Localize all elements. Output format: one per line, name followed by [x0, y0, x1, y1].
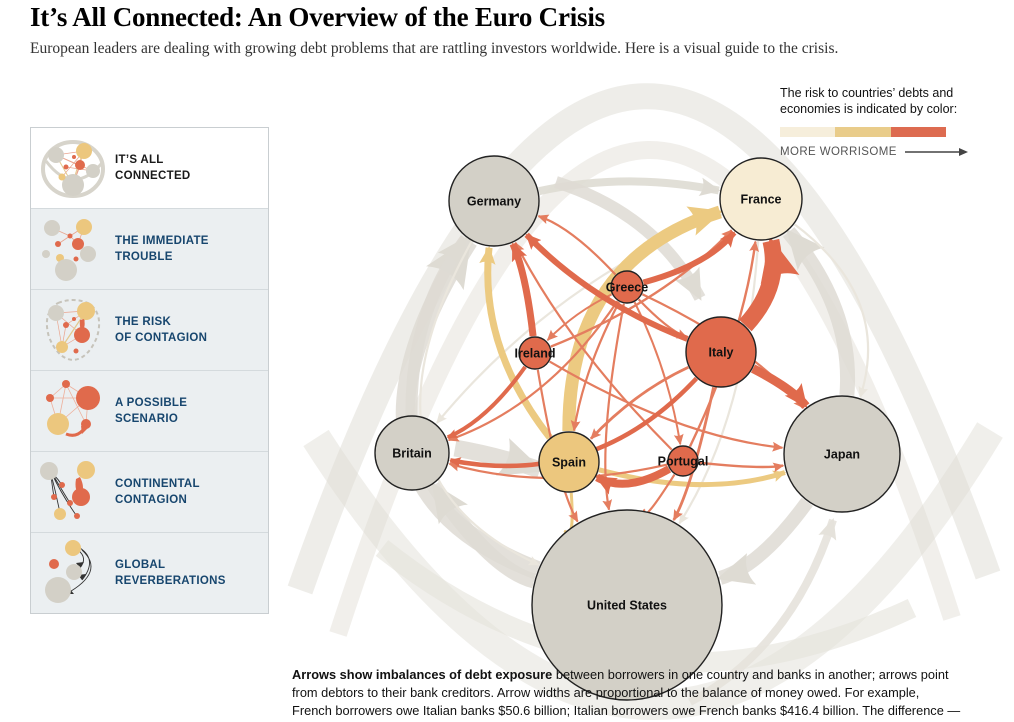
debt-arrow-us-to-britain — [427, 481, 537, 589]
debt-arrow-greece-to-germany — [537, 214, 617, 276]
debt-arrow-arc-to-arc — [554, 176, 706, 301]
country-node-greece[interactable]: Greece — [606, 270, 648, 304]
risk-color-legend: The risk to countries’ debts and economi… — [780, 85, 1010, 158]
debt-arrow-ireland-to-japan — [549, 360, 784, 452]
country-node-us[interactable]: United States — [531, 509, 723, 701]
risk-swatch-high — [890, 126, 946, 137]
the-immediate-trouble-thumbnail-icon — [31, 214, 115, 284]
risk-color-scale — [780, 126, 946, 137]
debt-arrow-portugal-to-spain — [595, 465, 672, 495]
country-node-france[interactable]: France — [719, 157, 803, 241]
legend-caption: The risk to countries’ debts and economi… — [780, 86, 958, 117]
country-label-spain: Spain — [552, 456, 586, 470]
debt-arrow-spain-to-germany — [479, 245, 553, 440]
a-possible-scenario-thumbnail-icon — [31, 376, 115, 446]
the-risk-of-contagion-thumbnail-icon — [31, 295, 115, 365]
debt-arrow-portugal-to-japan — [698, 461, 785, 473]
debt-arrow-ireland-to-france — [550, 229, 733, 348]
continental-contagion-thumbnail-icon — [31, 457, 115, 527]
country-label-us: United States — [587, 599, 667, 613]
debt-arrow-greece-to-france — [642, 230, 737, 286]
debt-arrow-italy-to-japan — [750, 364, 810, 409]
country-label-france: France — [741, 193, 782, 207]
country-label-greece: Greece — [606, 281, 648, 295]
country-node-italy[interactable]: Italy — [685, 316, 757, 388]
country-label-portugal: Portugal — [658, 455, 709, 469]
country-node-germany[interactable]: Germany — [448, 155, 540, 247]
debt-arrow-japan-to-us — [716, 497, 813, 585]
more-worrisome-arrow-icon — [904, 147, 968, 156]
debt-arrow-italy-to-france — [738, 236, 800, 332]
risk-swatch-medium — [835, 126, 891, 137]
debt-arrow-france-to-britain — [436, 213, 723, 424]
country-label-germany: Germany — [467, 195, 521, 209]
debt-arrow-france-to-japan — [793, 223, 870, 398]
debt-arrow-arc-to-arc — [287, 83, 1001, 595]
debt-arrow-arc-to-arc — [329, 141, 961, 637]
country-node-britain[interactable]: Britain — [374, 415, 450, 491]
country-node-spain[interactable]: Spain — [538, 431, 600, 493]
risk-swatch-low — [780, 126, 836, 137]
debt-arrow-greece-to-spain — [570, 301, 621, 432]
country-node-portugal[interactable]: Portugal — [658, 445, 709, 477]
debt-arrow-spain-to-france — [562, 205, 724, 432]
country-label-britain: Britain — [392, 447, 432, 461]
debt-arrow-britain-to-germany — [405, 235, 471, 416]
debt-arrow-ireland-to-germany — [509, 242, 537, 337]
global-reverberations-thumbnail-icon — [31, 538, 115, 608]
page-header: It’s All Connected: An Overview of the E… — [30, 0, 990, 58]
debt-arrow-france-to-us — [678, 240, 760, 525]
footnote-lead: Arrows show imbalances of debt exposure — [292, 667, 553, 682]
diagram-footnote: Arrows show imbalances of debt exposure … — [292, 667, 961, 719]
debt-arrow-spain-to-japan — [598, 467, 787, 488]
its-all-connected-thumbnail-icon — [31, 133, 115, 203]
debt-arrow-japan-to-france — [782, 227, 856, 396]
debt-arrow-italy-to-spain — [589, 365, 689, 440]
country-node-ireland[interactable]: Ireland — [515, 336, 556, 370]
country-label-italy: Italy — [708, 346, 733, 360]
page-title: It’s All Connected: An Overview of the E… — [30, 2, 605, 32]
page-subtitle: European leaders are dealing with growin… — [30, 40, 839, 57]
legend-scale-label: MORE WORRISOME — [780, 146, 1010, 158]
debt-arrow-arc-to-arc — [453, 438, 545, 479]
debt-arrow-ireland-to-britain — [446, 365, 527, 440]
country-label-japan: Japan — [824, 448, 860, 462]
country-label-ireland: Ireland — [515, 347, 556, 361]
debt-arrow-arc-to-arc — [688, 518, 837, 706]
country-node-japan[interactable]: Japan — [783, 395, 901, 513]
debt-arrow-italy-to-germany — [524, 232, 689, 342]
